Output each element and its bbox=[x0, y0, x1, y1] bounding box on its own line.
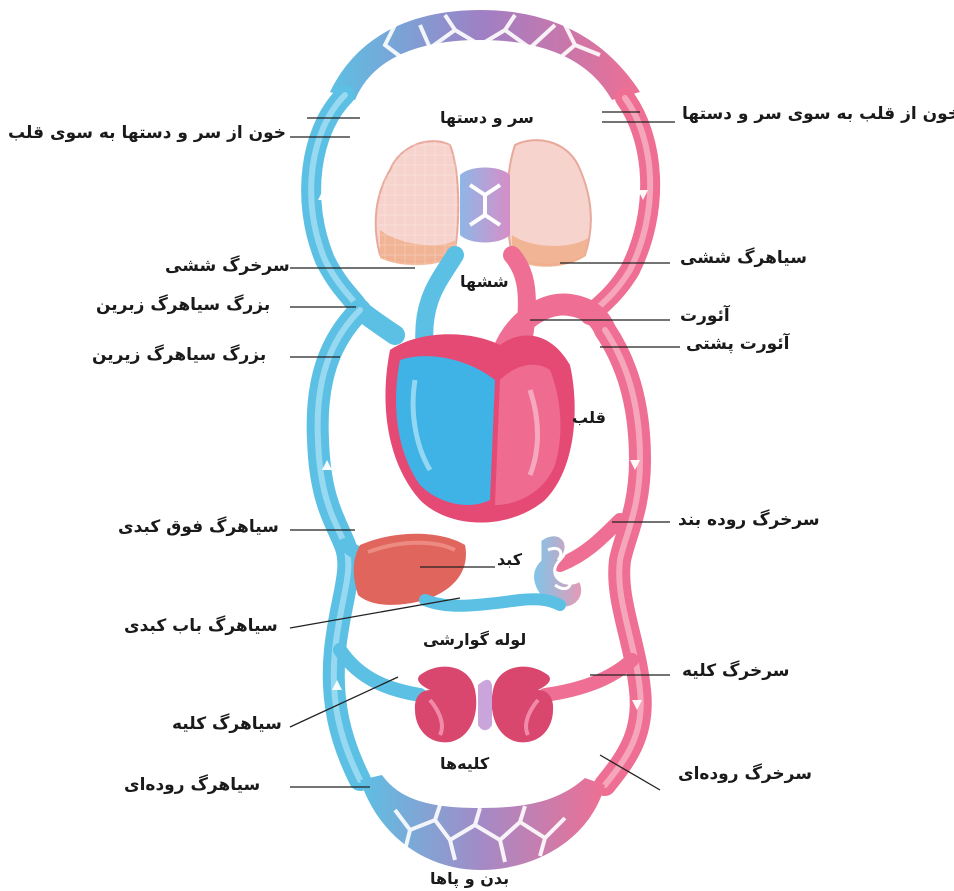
label-renal-vein: سیاهرگ کلیه bbox=[172, 716, 282, 733]
label-dorsal-aorta: آئورت پشتی bbox=[686, 336, 789, 353]
label-pulmonary-vein: سیاهرگ ششی bbox=[680, 250, 807, 267]
body-capillary-bed bbox=[360, 775, 605, 870]
label-digestive-tract: لوله گوارشی bbox=[423, 632, 526, 648]
label-blood-to-head: خون از قلب به سوی سر و دستها bbox=[682, 106, 954, 123]
label-lungs: ششها bbox=[460, 274, 509, 290]
renal-artery-vessel bbox=[545, 660, 632, 695]
kidneys-graphic bbox=[415, 667, 553, 743]
label-hepatic-portal-vein: سیاهرگ باب کبدی bbox=[124, 618, 278, 635]
label-superior-vena-cava: بزرگ سیاهرگ زبرین bbox=[96, 297, 270, 314]
liver-graphic bbox=[354, 534, 466, 605]
label-head-arms: سر و دستها bbox=[440, 110, 534, 126]
label-aorta: آئورت bbox=[680, 308, 730, 325]
label-pulmonary-artery: سرخرگ ششی bbox=[165, 258, 290, 275]
label-intestinal-artery: سرخرگ روده‌ای bbox=[678, 766, 812, 783]
label-heart: قلب bbox=[572, 410, 606, 426]
head-capillary-bed bbox=[330, 10, 640, 100]
label-liver: کبد bbox=[497, 552, 522, 568]
lungs-graphic bbox=[376, 140, 591, 267]
heart-graphic bbox=[385, 334, 574, 522]
label-inferior-vena-cava: بزرگ سیاهرگ زیرین bbox=[92, 347, 266, 364]
label-hepatic-vein: سیاهرگ فوق کبدی bbox=[118, 519, 279, 536]
label-body-legs: بدن و پاها bbox=[430, 871, 509, 887]
label-mesenteric-artery: سرخرگ روده بند bbox=[678, 512, 820, 529]
renal-vein-vessel bbox=[340, 650, 420, 695]
label-renal-artery: سرخرگ کلیه bbox=[682, 663, 790, 680]
label-blood-from-head: خون از سر و دستها به سوی قلب bbox=[8, 125, 286, 142]
label-intestinal-vein: سیاهرگ روده‌ای bbox=[124, 777, 260, 794]
label-kidneys: کلیه‌ها bbox=[440, 756, 489, 772]
